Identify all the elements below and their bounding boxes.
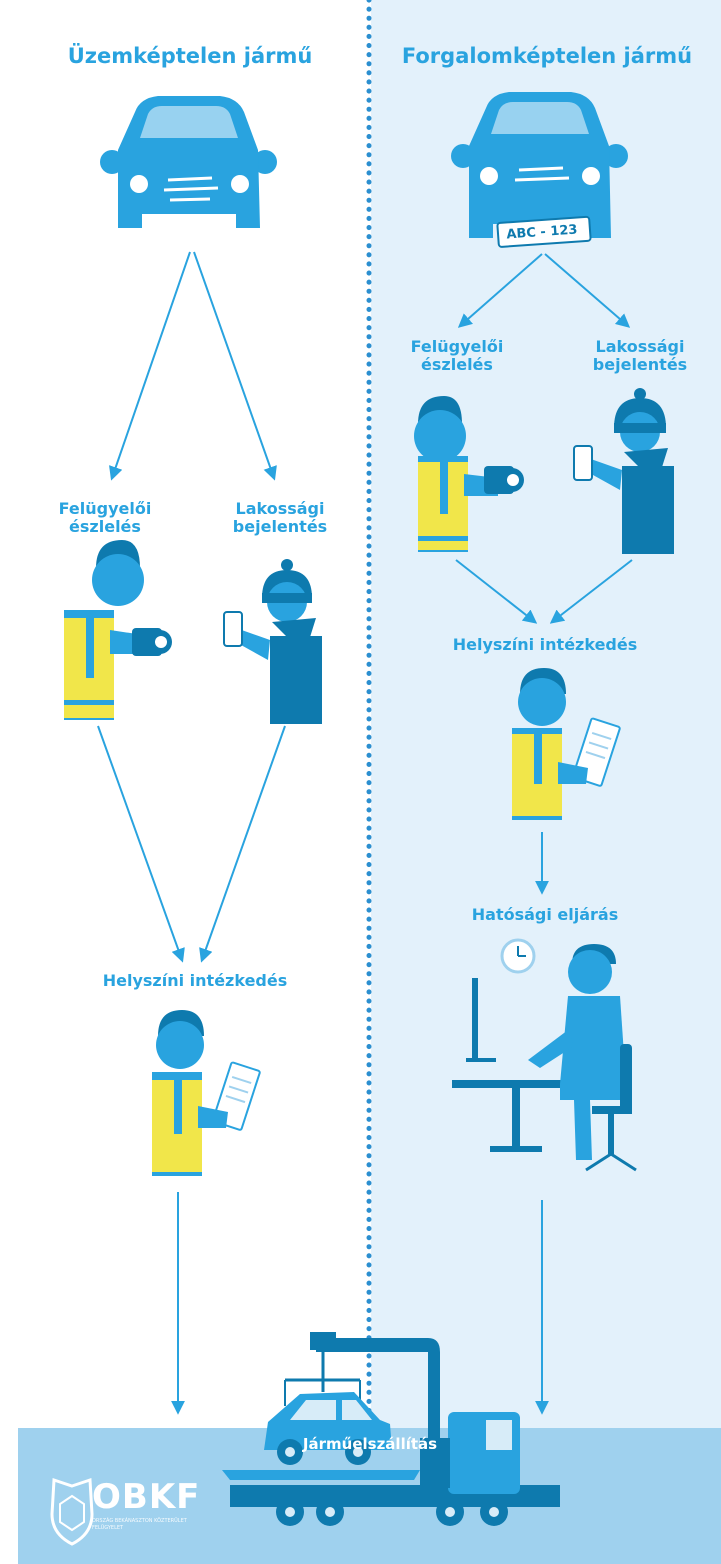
right-felugyeloi-label: Felügyelői észlelés (410, 337, 504, 375)
right-title: Forgalomképtelen jármű (401, 44, 693, 68)
logo-subtitle: ORSZÁG BEKÁNASZTON KÖZTERÜLET FELÜGYELET (92, 1518, 187, 1531)
arrow-right-felugyeloi-to-helyszini (455, 559, 538, 624)
arrow-right-car-to-lakossagi (544, 253, 631, 328)
office-worker-icon (452, 944, 637, 1172)
arrow-left-lakossagi-to-helyszini (199, 725, 286, 963)
left-helyszini-label: Helyszíni intézkedés (102, 971, 288, 990)
arrow-left-car-to-felugyeloi (109, 251, 191, 481)
citizen-phone-icon (223, 559, 322, 724)
left-felugyeloi-label: Felügyelői észlelés (58, 499, 152, 537)
car-icon (100, 96, 277, 228)
left-title: Üzemképtelen jármű (67, 44, 313, 68)
arrow-right-lakossagi-to-helyszini (549, 559, 633, 624)
inspector-camera-icon-right (414, 396, 524, 552)
right-helyszini-label: Helyszíni intézkedés (452, 635, 638, 654)
inspector-camera-icon (64, 540, 172, 720)
license-plate (496, 215, 592, 248)
citizen-phone-icon-right (573, 388, 674, 554)
left-lakossagi-label: Lakossági bejelentés (232, 499, 328, 537)
right-hatosagi-label: Hatósági eljárás (471, 905, 619, 924)
logo-name: OBKF (92, 1477, 201, 1517)
obkf-logo-icon (50, 1477, 94, 1546)
bottom-title: Járműelszállítás (302, 1435, 438, 1453)
car-with-plate-icon (451, 92, 628, 248)
right-lakossagi-label: Lakossági bejelentés (592, 337, 688, 375)
inspector-clipboard-icon-right (512, 668, 621, 820)
clock-icon (500, 938, 536, 974)
arrow-left-felugyeloi-to-helyszini (97, 725, 185, 963)
arrow-left-car-to-lakossagi (193, 251, 277, 481)
inspector-clipboard-icon (152, 1010, 261, 1176)
tow-truck-icon (222, 1332, 560, 1526)
arrow-right-car-to-felugyeloi (457, 253, 543, 328)
